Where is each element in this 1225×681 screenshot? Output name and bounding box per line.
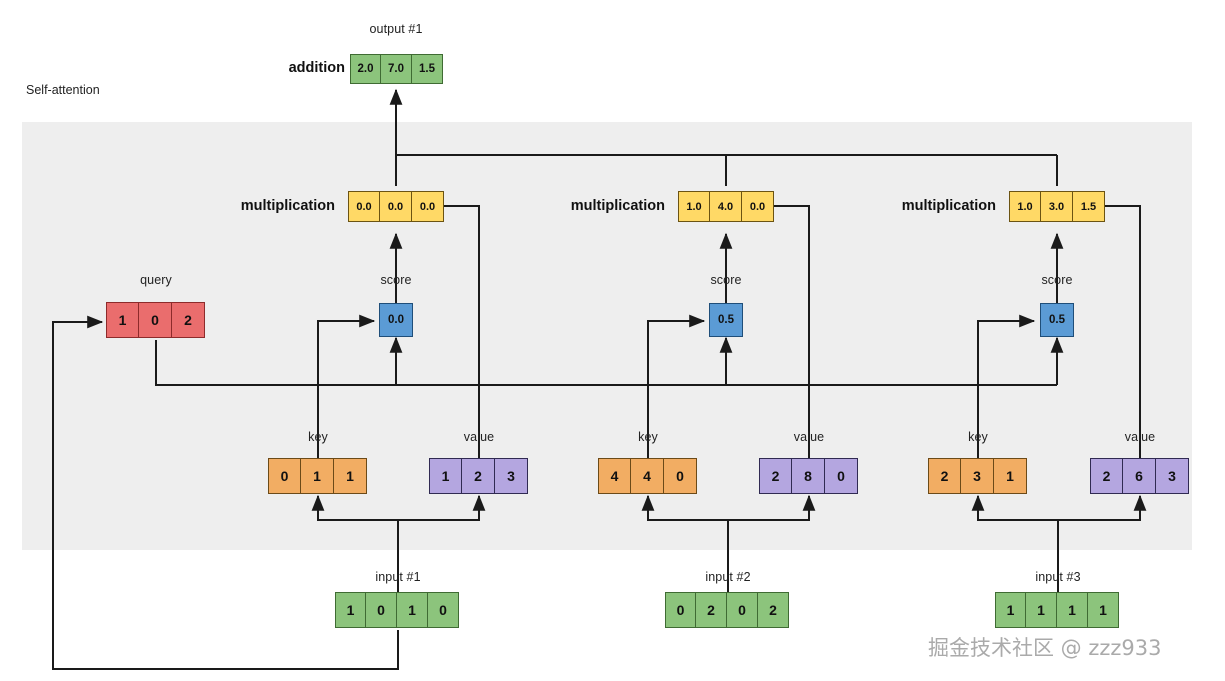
- output-cell: 7.0: [381, 54, 412, 84]
- output-vector: 2.0 7.0 1.5: [350, 54, 443, 84]
- value-vector: 1 2 3: [429, 458, 528, 494]
- key-vector: 4 4 0: [598, 458, 697, 494]
- value-caption: value: [463, 430, 495, 444]
- input-caption: input #3: [1035, 570, 1081, 584]
- watermark: 掘金技术社区 @ zzz933: [928, 636, 1162, 660]
- value-cell: 2: [1090, 458, 1123, 494]
- value-cell: 3: [1156, 458, 1189, 494]
- key-cell: 0: [268, 458, 301, 494]
- key-cell: 1: [301, 458, 334, 494]
- key-caption: key: [968, 430, 988, 444]
- query-caption: query: [140, 273, 172, 287]
- input-cell: 1: [397, 592, 428, 628]
- key-cell: 1: [994, 458, 1027, 494]
- output-caption: output #1: [369, 22, 423, 36]
- score-cell: 0.0: [379, 303, 413, 337]
- multiplication-vector: 0.0 0.0 0.0: [348, 191, 444, 222]
- key-caption: key: [308, 430, 328, 444]
- value-cell: 6: [1123, 458, 1156, 494]
- score-vector: 0.5: [709, 303, 743, 337]
- multiplication-cell: 0.0: [742, 191, 774, 222]
- query-cell: 0: [139, 302, 172, 338]
- input-vector: 0 2 0 2: [665, 592, 789, 628]
- multiplication-cell: 1.5: [1073, 191, 1105, 222]
- multiplication-label: multiplication: [570, 198, 665, 214]
- multiplication-label: multiplication: [901, 198, 996, 214]
- multiplication-cell: 1.0: [678, 191, 710, 222]
- key-vector: 2 3 1: [928, 458, 1027, 494]
- value-cell: 2: [759, 458, 792, 494]
- input-caption: input #2: [705, 570, 751, 584]
- value-cell: 2: [462, 458, 495, 494]
- score-cell: 0.5: [1040, 303, 1074, 337]
- input-cell: 1: [335, 592, 366, 628]
- output-cell: 1.5: [412, 54, 443, 84]
- input-cell: 1: [1026, 592, 1057, 628]
- query-cell: 1: [106, 302, 139, 338]
- multiplication-cell: 0.0: [412, 191, 444, 222]
- input-cell: 0: [665, 592, 696, 628]
- query-cell: 2: [172, 302, 205, 338]
- value-vector: 2 6 3: [1090, 458, 1189, 494]
- multiplication-cell: 0.0: [348, 191, 380, 222]
- input-cell: 2: [758, 592, 789, 628]
- addition-label: addition: [288, 60, 345, 76]
- multiplication-cell: 4.0: [710, 191, 742, 222]
- multiplication-vector: 1.0 3.0 1.5: [1009, 191, 1105, 222]
- key-cell: 2: [928, 458, 961, 494]
- input-vector: 1 0 1 0: [335, 592, 459, 628]
- value-vector: 2 8 0: [759, 458, 858, 494]
- input-caption: input #1: [375, 570, 421, 584]
- input-cell: 0: [366, 592, 397, 628]
- score-cell: 0.5: [709, 303, 743, 337]
- score-caption: score: [380, 273, 412, 287]
- value-cell: 0: [825, 458, 858, 494]
- multiplication-vector: 1.0 4.0 0.0: [678, 191, 774, 222]
- input-cell: 1: [1057, 592, 1088, 628]
- multiplication-label: multiplication: [240, 198, 335, 214]
- key-cell: 4: [631, 458, 664, 494]
- score-vector: 0.5: [1040, 303, 1074, 337]
- key-cell: 0: [664, 458, 697, 494]
- multiplication-cell: 3.0: [1041, 191, 1073, 222]
- key-cell: 1: [334, 458, 367, 494]
- input-cell: 0: [727, 592, 758, 628]
- output-cell: 2.0: [350, 54, 381, 84]
- value-cell: 3: [495, 458, 528, 494]
- input-vector: 1 1 1 1: [995, 592, 1119, 628]
- value-caption: value: [1124, 430, 1156, 444]
- key-cell: 3: [961, 458, 994, 494]
- input-cell: 1: [995, 592, 1026, 628]
- score-vector: 0.0: [379, 303, 413, 337]
- multiplication-cell: 0.0: [380, 191, 412, 222]
- key-cell: 4: [598, 458, 631, 494]
- key-vector: 0 1 1: [268, 458, 367, 494]
- key-caption: key: [638, 430, 658, 444]
- input-cell: 1: [1088, 592, 1119, 628]
- input-cell: 2: [696, 592, 727, 628]
- section-label: Self-attention: [26, 83, 100, 97]
- value-cell: 1: [429, 458, 462, 494]
- value-caption: value: [793, 430, 825, 444]
- score-caption: score: [710, 273, 742, 287]
- query-vector: 1 0 2: [106, 302, 205, 338]
- score-caption: score: [1041, 273, 1073, 287]
- multiplication-cell: 1.0: [1009, 191, 1041, 222]
- value-cell: 8: [792, 458, 825, 494]
- input-cell: 0: [428, 592, 459, 628]
